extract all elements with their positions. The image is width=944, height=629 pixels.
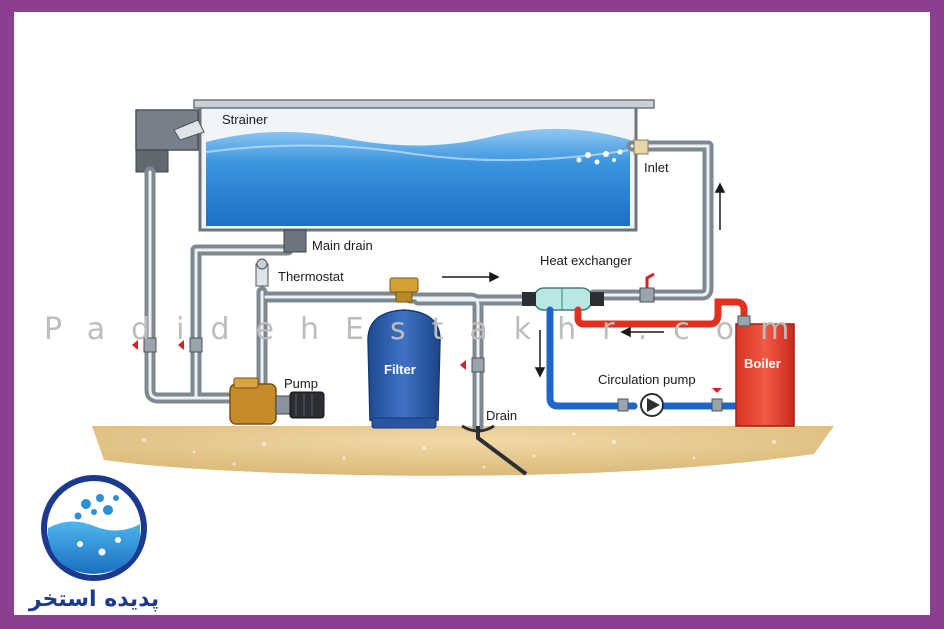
boiler xyxy=(735,323,795,427)
logo-text: پدیده استخر xyxy=(28,587,159,612)
diagram-frame: PadidehEstakhr.com Strainer Inlet Main d… xyxy=(14,12,930,615)
inlet-bubbles xyxy=(576,149,623,165)
ground xyxy=(92,426,834,476)
pool-rim xyxy=(193,99,655,109)
filter-label: Filter xyxy=(384,362,416,377)
main-drain-label: Main drain xyxy=(312,238,373,253)
drain-label: Drain xyxy=(486,408,517,423)
thermostat-label: Thermostat xyxy=(278,269,344,284)
heat-exchanger-label: Heat exchanger xyxy=(540,253,632,268)
ground-speckles xyxy=(142,432,776,469)
circulation-pump-label: Circulation pump xyxy=(598,372,696,387)
strainer-mouth xyxy=(173,119,205,141)
pump-label: Pump xyxy=(284,376,318,391)
boiler-label: Boiler xyxy=(744,356,781,371)
water-highlight xyxy=(205,144,631,162)
valves xyxy=(132,272,655,373)
heat-exchanger xyxy=(522,287,604,311)
thermostat-head xyxy=(256,258,268,270)
main-drain-box xyxy=(283,229,307,253)
inlet-label: Inlet xyxy=(644,160,669,175)
grey-pipe-shine xyxy=(148,144,710,428)
drain-hole xyxy=(461,424,495,433)
boiler-valve xyxy=(737,315,751,327)
pump xyxy=(229,377,325,425)
padideh-estakhr-logo: پدیده استخر xyxy=(28,475,159,612)
flow-arrows xyxy=(442,182,726,378)
pool-heating-diagram: PadidehEstakhr.com Strainer Inlet Main d… xyxy=(28,99,834,612)
inlet-fitting xyxy=(633,139,649,155)
hot-water-pipe xyxy=(574,298,748,330)
strainer-label: Strainer xyxy=(222,112,268,127)
circulation-pump xyxy=(617,388,723,417)
filter xyxy=(367,277,441,429)
pool-water xyxy=(206,128,630,226)
watermark-text: PadidehEstakhr.com xyxy=(44,312,815,347)
